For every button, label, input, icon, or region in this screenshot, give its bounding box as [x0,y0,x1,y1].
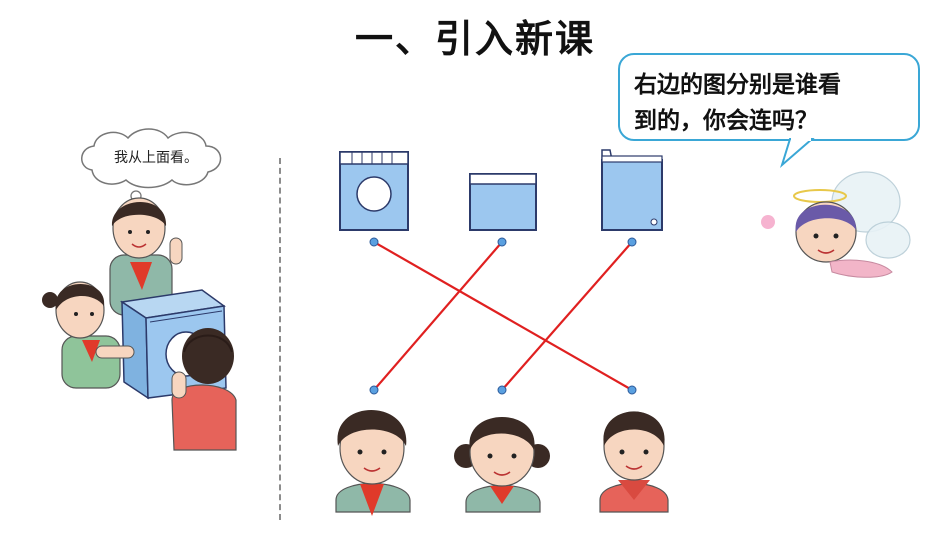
girl-right-illustration [171,328,237,451]
left-child-portrait [335,410,411,516]
thought-bubble-text: 我从上面看。 [114,150,198,166]
speech-line-1: 右边的图分别是谁看 [634,72,841,98]
dot-left-child[interactable] [369,385,379,395]
match-line-side-to-middle-child [501,241,633,391]
dot-middle-child[interactable] [497,385,507,395]
connection-dots [369,237,637,395]
match-line-top-to-left-child [373,241,503,391]
speech-line-2: 到的，你会连吗？ [634,108,818,134]
girl-left-illustration [42,281,135,389]
fairy-speech-bubble: 右边的图分别是谁看 到的，你会连吗？ [618,53,920,141]
fairy-illustration [761,171,911,278]
match-line-front-to-right-child [373,241,633,391]
middle-child-portrait [454,417,550,513]
side-view-card [601,149,663,231]
dot-right-child[interactable] [627,385,637,395]
page-title: 一、引入新课 [354,17,595,61]
right-child-portrait [599,411,669,513]
dot-side-view[interactable] [627,237,637,247]
top-view-card [469,173,537,231]
dot-front-view[interactable] [369,237,379,247]
section-divider [279,158,281,520]
front-view-card [339,151,409,231]
matching-lines [373,241,633,391]
dot-top-view[interactable] [497,237,507,247]
